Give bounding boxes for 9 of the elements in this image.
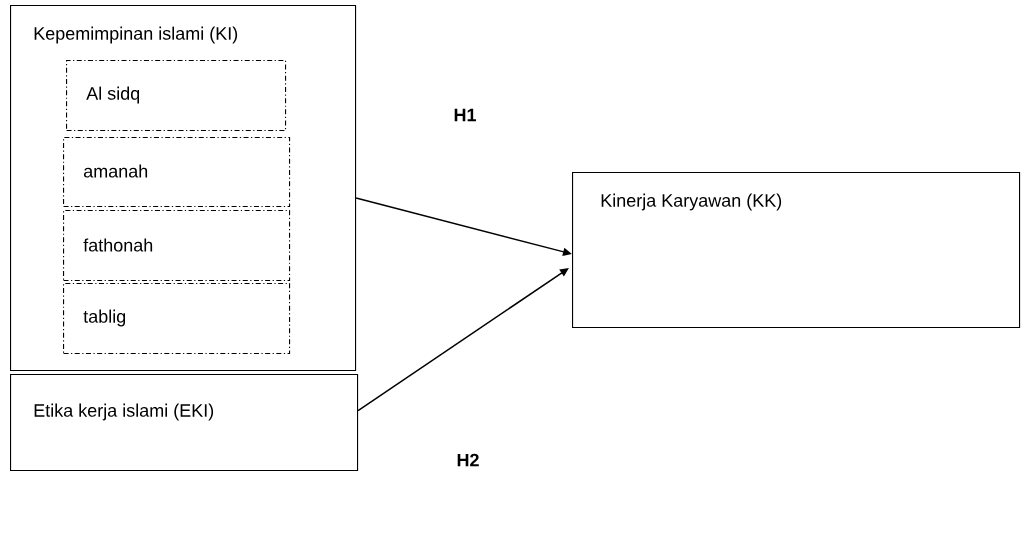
arrow	[357, 268, 569, 412]
item-box: Al sidq	[66, 60, 287, 132]
variable-box: Etika kerja islami (EKI)	[10, 374, 359, 472]
item-box: fathonah	[63, 210, 291, 282]
item-box: amanah	[63, 137, 291, 208]
hypothesis-label: H2	[457, 453, 479, 467]
hypothesis-label: H1	[454, 108, 476, 122]
variable-box: Kinerja Karyawan (KK)	[572, 172, 1021, 329]
item-box: tablig	[63, 283, 291, 355]
